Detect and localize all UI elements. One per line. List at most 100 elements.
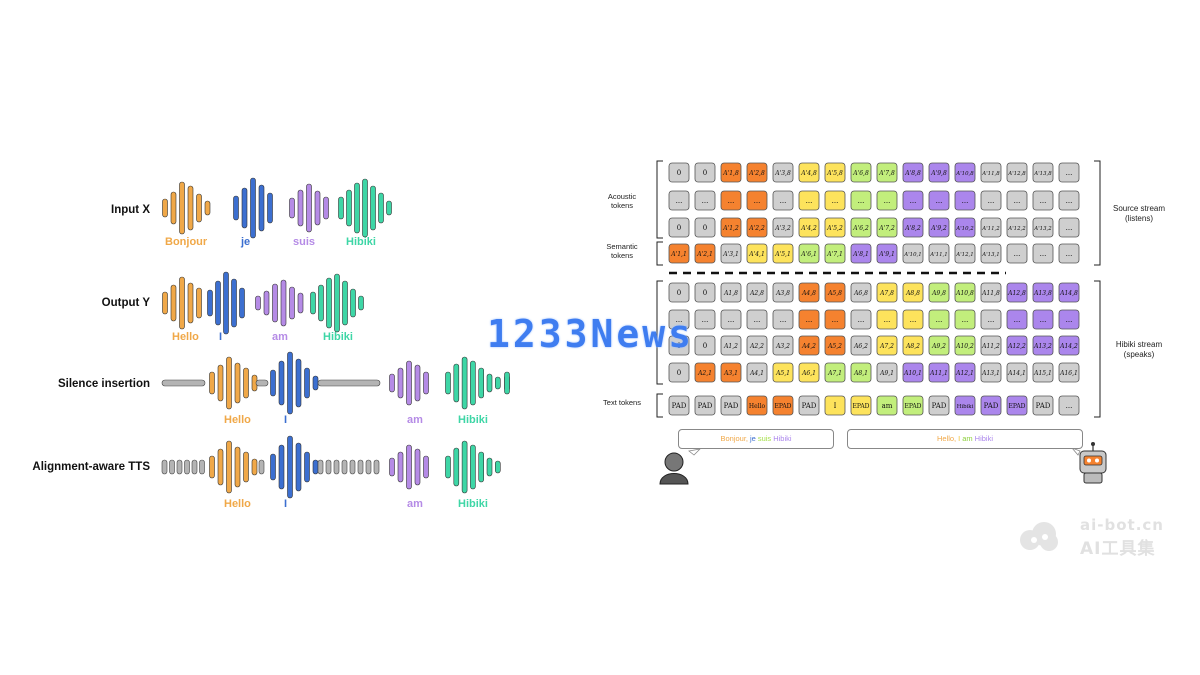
hibiki-token: A3,1	[720, 362, 742, 383]
word-i: I	[284, 498, 288, 510]
waveform-bar	[241, 187, 248, 229]
source-token: A'9,8	[928, 162, 950, 183]
hibiki-token: ...	[850, 309, 872, 330]
svg-text:...: ...	[1066, 316, 1073, 324]
source-token: A'2,1	[694, 243, 716, 264]
waveform-bar	[445, 371, 451, 395]
svg-text:...: ...	[1066, 250, 1073, 258]
svg-text:A'2,2: A'2,2	[748, 225, 765, 232]
source-token: A'10,8	[954, 162, 976, 183]
hibiki-token: A13,8	[1032, 282, 1054, 303]
svg-text:...: ...	[754, 316, 761, 324]
waveform-bar	[179, 276, 185, 330]
svg-text:A'13,2: A'13,2	[1033, 226, 1052, 232]
hibiki-token: ...	[720, 309, 742, 330]
word-bonjour: Bonjour	[165, 236, 208, 248]
waveform-bar	[346, 189, 352, 227]
svg-text:0: 0	[677, 169, 681, 177]
svg-text:A5,8: A5,8	[827, 290, 842, 297]
hibiki-token: A11,8	[980, 282, 1002, 303]
svg-text:A'5,1: A'5,1	[774, 251, 791, 258]
waveform-bar	[318, 284, 324, 322]
waveform-bar	[297, 189, 304, 227]
svg-text:A10,2: A10,2	[955, 343, 974, 350]
hibiki-token: A11,2	[980, 335, 1002, 356]
svg-text:...: ...	[936, 316, 943, 324]
source-token: A'13,8	[1032, 162, 1054, 183]
waveform-bar	[184, 459, 190, 475]
hibiki-token: ...	[772, 309, 794, 330]
text-token: Hibiki	[954, 395, 976, 416]
waveform-bar	[365, 459, 372, 475]
svg-text:...: ...	[1014, 316, 1021, 324]
svg-text:...: ...	[884, 316, 891, 324]
hibiki-token: A4,2	[798, 335, 820, 356]
source-token: ...	[1058, 243, 1080, 264]
svg-text:...: ...	[910, 316, 917, 324]
robot-avatar	[1071, 442, 1107, 484]
waveform-bar	[196, 193, 202, 223]
waveform-bar	[334, 273, 340, 333]
svg-text:0: 0	[703, 289, 707, 297]
svg-text:...: ...	[1066, 169, 1073, 177]
hibiki-token: ...	[954, 309, 976, 330]
svg-text:A12,2: A12,2	[1007, 343, 1026, 350]
svg-text:...: ...	[988, 316, 995, 324]
svg-text:A3,8: A3,8	[775, 290, 790, 297]
source-token: A'3,1	[720, 243, 742, 264]
svg-text:A'7,8: A'7,8	[878, 170, 895, 177]
source-token: A'8,8	[902, 162, 924, 183]
svg-text:...: ...	[1014, 197, 1021, 205]
svg-text:0: 0	[677, 224, 681, 232]
svg-text:...: ...	[884, 197, 891, 205]
svg-text:...: ...	[936, 197, 943, 205]
watermark-url: ai-bot.cn	[1080, 516, 1164, 534]
waveform-bar	[386, 200, 392, 216]
svg-text:A'4,1: A'4,1	[748, 251, 765, 258]
svg-text:EPAD: EPAD	[904, 403, 921, 410]
svg-text:A5,2: A5,2	[827, 343, 842, 350]
svg-text:0: 0	[677, 342, 681, 350]
source-token: A'3,8	[772, 162, 794, 183]
svg-text:A4,8: A4,8	[801, 290, 816, 297]
waveform-bar	[325, 459, 332, 475]
waveform-bar	[295, 358, 302, 408]
text-token: I	[824, 395, 846, 416]
bubble-word: Hello,	[936, 434, 957, 443]
text-token: Hello	[746, 395, 768, 416]
waveform-bar	[243, 367, 249, 399]
svg-text:...: ...	[1040, 250, 1047, 258]
waveform-bar	[453, 363, 460, 403]
waveform-bar	[258, 184, 265, 232]
text-token: PAD	[928, 395, 950, 416]
hibiki-token: A9,2	[928, 335, 950, 356]
waveform-bar	[258, 459, 265, 475]
svg-text:A7,8: A7,8	[879, 290, 894, 297]
source-token: ...	[928, 190, 950, 211]
waveform-bar	[406, 360, 412, 406]
waveform-bar	[461, 356, 468, 410]
source-token: 0	[668, 162, 690, 183]
svg-text:A'7,1: A'7,1	[826, 251, 843, 258]
text-token: PAD	[694, 395, 716, 416]
svg-text:...: ...	[832, 316, 839, 324]
source-token: ...	[876, 190, 898, 211]
hibiki-token: A8,1	[850, 362, 872, 383]
hibiki-token: A5,8	[824, 282, 846, 303]
svg-text:I: I	[834, 402, 837, 410]
waveform-bar	[255, 295, 261, 311]
hibiki-token: A14,8	[1058, 282, 1080, 303]
waveform-bar	[234, 446, 241, 488]
hibiki-token: A6,1	[798, 362, 820, 383]
waveform-bar	[263, 290, 270, 316]
svg-text:A'6,8: A'6,8	[852, 170, 869, 177]
source-token: ...	[798, 190, 820, 211]
waveform-bar	[295, 442, 302, 492]
waveform-bar	[304, 367, 310, 399]
svg-text:A10,1: A10,1	[903, 370, 922, 377]
hibiki-token: A5,2	[824, 335, 846, 356]
source-token: A'8,2	[902, 217, 924, 238]
waveform-bar	[406, 444, 412, 490]
svg-text:A'11,1: A'11,1	[929, 252, 947, 258]
waveform-bar	[494, 460, 501, 474]
